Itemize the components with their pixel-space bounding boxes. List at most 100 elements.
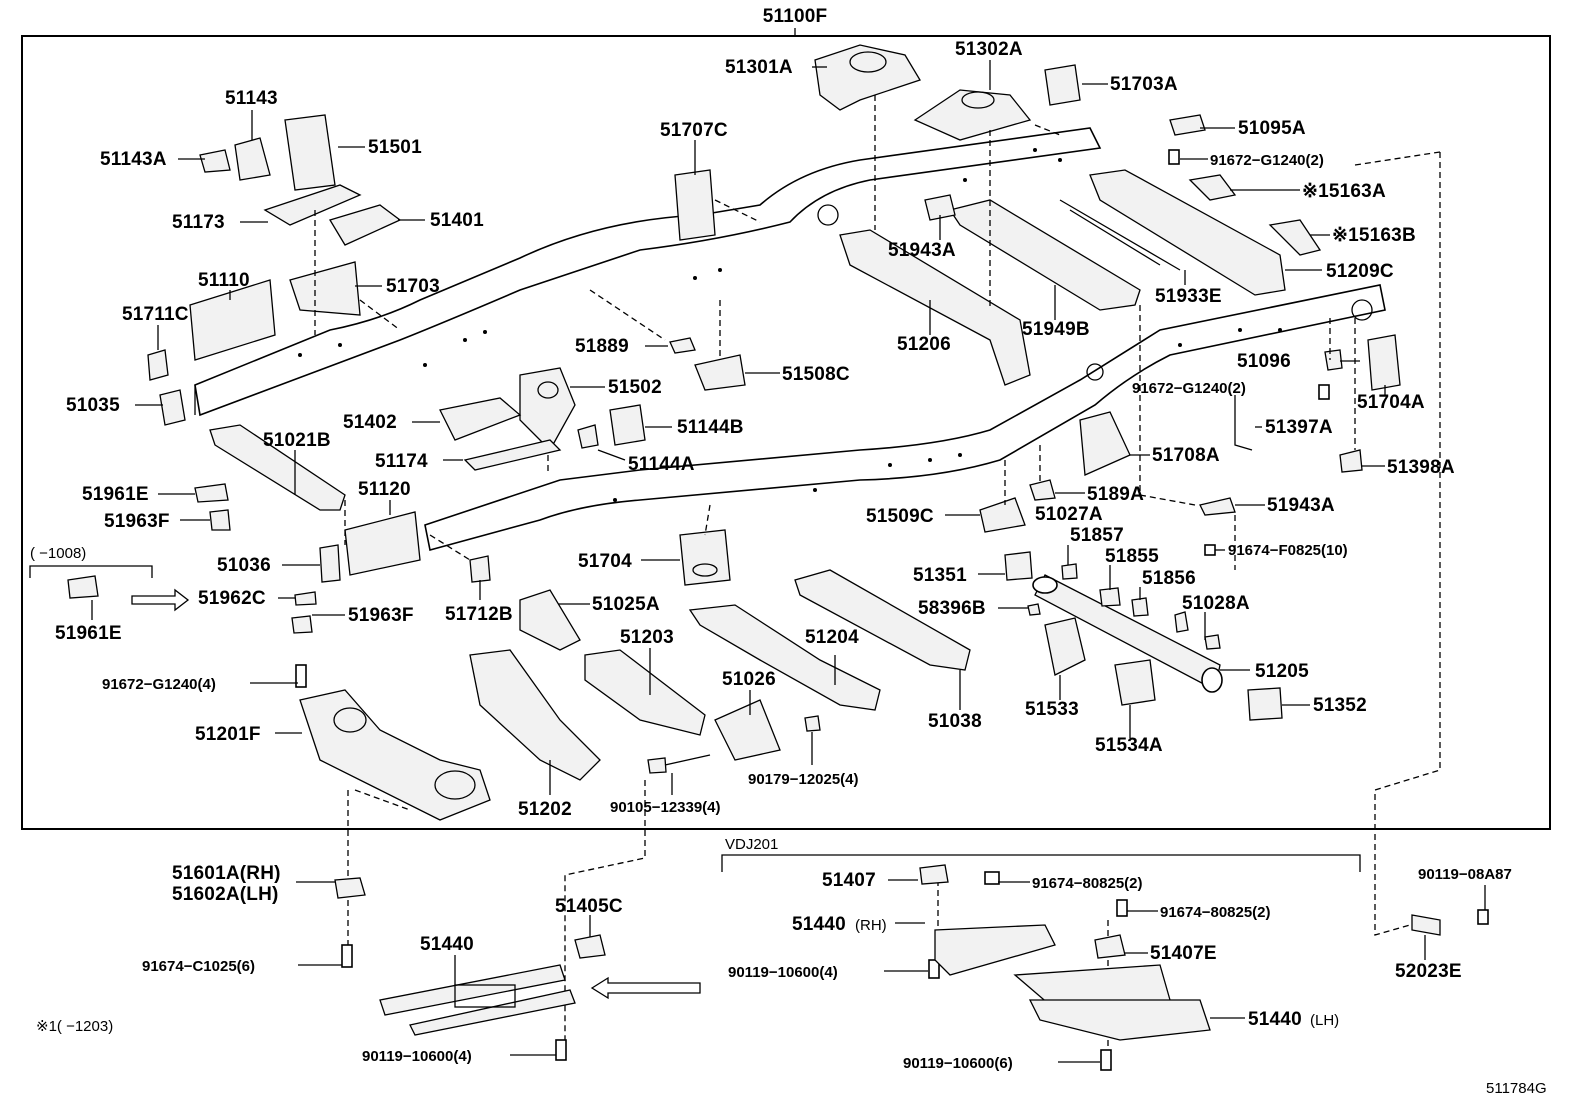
label-51401: 51401 bbox=[430, 210, 484, 231]
label-51943A-right: 51943A bbox=[1267, 495, 1335, 516]
label-91674-80825-2a: 91674−80825(2) bbox=[1032, 875, 1143, 892]
right-frame-rail bbox=[424, 284, 1386, 551]
crossmember-51204 bbox=[688, 604, 881, 711]
label-90119-10600-6: 90119−10600(6) bbox=[903, 1055, 1013, 1072]
label-58396B: 58396B bbox=[918, 598, 986, 619]
label-5189A: 5189A bbox=[1087, 484, 1144, 505]
bracket-51961E-inset bbox=[67, 575, 99, 599]
bracket-51026 bbox=[714, 699, 781, 761]
bracket-51036 bbox=[319, 544, 341, 583]
label-51095A: 51095A bbox=[1238, 118, 1306, 139]
label-51440-c: 51440 bbox=[420, 934, 474, 955]
label-51028A: 51028A bbox=[1182, 593, 1250, 614]
bracket-51707C bbox=[674, 169, 716, 241]
label-51407E: 51407E bbox=[1150, 943, 1217, 964]
bracket-51855 bbox=[1099, 587, 1121, 607]
bracket-51120 bbox=[344, 511, 421, 576]
label-51440-lh: 51440 bbox=[1248, 1009, 1302, 1030]
label-51035: 51035 bbox=[66, 395, 120, 416]
label-51440-rh: 51440 bbox=[792, 914, 846, 935]
label-inset-range: ( −1008) bbox=[30, 545, 86, 562]
label-90119-10600-4b: 90119−10600(4) bbox=[362, 1048, 472, 1065]
bracket-51703 bbox=[289, 261, 361, 316]
label-90119-10600-4a: 90119−10600(4) bbox=[728, 964, 838, 981]
label-footnote: ※1( −1203) bbox=[36, 1018, 113, 1035]
label-51201F: 51201F bbox=[195, 724, 261, 745]
brace-51933E bbox=[1059, 199, 1181, 271]
label-51174: 51174 bbox=[375, 451, 428, 472]
bracket-51028A bbox=[1174, 611, 1189, 633]
bracket-51301A bbox=[814, 44, 921, 111]
part-52023E bbox=[1411, 914, 1441, 936]
label-51704A: 51704A bbox=[1357, 392, 1425, 413]
bracket-51398A bbox=[1339, 449, 1363, 473]
part-labels: 51100F 51301A 51302A 51703A 51095A 91672… bbox=[30, 6, 1547, 1097]
bracket-51144B bbox=[609, 404, 646, 446]
label-91672-G1240-4: 91672−G1240(4) bbox=[102, 676, 216, 693]
crossmember-51038 bbox=[794, 569, 971, 671]
label-51038: 51038 bbox=[928, 711, 982, 732]
bracket-51173 bbox=[263, 184, 362, 226]
bracket-51703A bbox=[1044, 64, 1081, 106]
label-51302A: 51302A bbox=[955, 39, 1023, 60]
bracket-51302A bbox=[913, 89, 1032, 141]
label-51707C: 51707C bbox=[660, 120, 728, 141]
label-51703: 51703 bbox=[386, 276, 440, 297]
label-51508C: 51508C bbox=[782, 364, 850, 385]
bracket-51508C bbox=[694, 354, 746, 391]
label-51963F-b: 51963F bbox=[348, 605, 414, 626]
label-51962C: 51962C bbox=[198, 588, 266, 609]
label-51143: 51143 bbox=[225, 88, 278, 109]
label-51949B: 51949B bbox=[1022, 319, 1090, 340]
title-51100F: 51100F bbox=[763, 6, 828, 27]
label-51026: 51026 bbox=[722, 669, 776, 690]
label-51352: 51352 bbox=[1313, 695, 1367, 716]
bracket-5189A bbox=[1029, 479, 1056, 501]
bracket-51405C bbox=[574, 934, 606, 959]
label-51204: 51204 bbox=[805, 627, 859, 648]
main-frame-box bbox=[21, 35, 1551, 830]
label-51703A: 51703A bbox=[1110, 74, 1178, 95]
bracket-51963F-b bbox=[291, 615, 313, 634]
brace-51021B bbox=[209, 424, 346, 511]
plate-51440-lh bbox=[1028, 999, 1211, 1041]
label-51206: 51206 bbox=[897, 334, 951, 355]
label-51704: 51704 bbox=[578, 551, 632, 572]
label-90105-12339-4: 90105−12339(4) bbox=[610, 799, 721, 816]
label-51173: 51173 bbox=[172, 212, 225, 233]
crossmember-51206 bbox=[839, 229, 1031, 386]
label-51398A: 51398A bbox=[1387, 457, 1455, 478]
label-51205: 51205 bbox=[1255, 661, 1309, 682]
bracket-51533 bbox=[1044, 617, 1086, 676]
plate-51440-left bbox=[379, 964, 566, 1016]
bracket-51857 bbox=[1061, 563, 1078, 580]
label-51144A: 51144A bbox=[628, 454, 695, 475]
label-51889: 51889 bbox=[575, 336, 629, 357]
bracket-51143A bbox=[199, 149, 231, 173]
bracket-51943A-right bbox=[1199, 497, 1236, 516]
inset-bracket-box bbox=[29, 565, 153, 578]
label-52023E: 52023E bbox=[1395, 961, 1462, 982]
label-51961E-a: 51961E bbox=[82, 484, 149, 505]
bracket-51943A-top bbox=[924, 194, 956, 221]
label-51397A: 51397A bbox=[1265, 417, 1333, 438]
bracket-51856 bbox=[1131, 597, 1149, 617]
vdj201-bracket bbox=[721, 854, 1361, 872]
label-51120: 51120 bbox=[358, 479, 411, 500]
label-vdj201: VDJ201 bbox=[725, 836, 778, 853]
bracket-51962C bbox=[294, 591, 317, 606]
bracket-51407E bbox=[1094, 934, 1126, 959]
label-51407: 51407 bbox=[822, 870, 876, 891]
part-51028A-small bbox=[1204, 634, 1221, 650]
bracket-51143 bbox=[234, 137, 271, 181]
bracket-51889 bbox=[669, 337, 696, 354]
bracket-51711C bbox=[147, 349, 169, 381]
nut-90179 bbox=[804, 715, 821, 732]
label-51163A: ※15163A bbox=[1302, 181, 1386, 202]
bracket-51712B bbox=[469, 555, 491, 583]
label-51209C: 51209C bbox=[1326, 261, 1394, 282]
crossmember-51949B bbox=[948, 199, 1141, 311]
label-51203: 51203 bbox=[620, 627, 674, 648]
